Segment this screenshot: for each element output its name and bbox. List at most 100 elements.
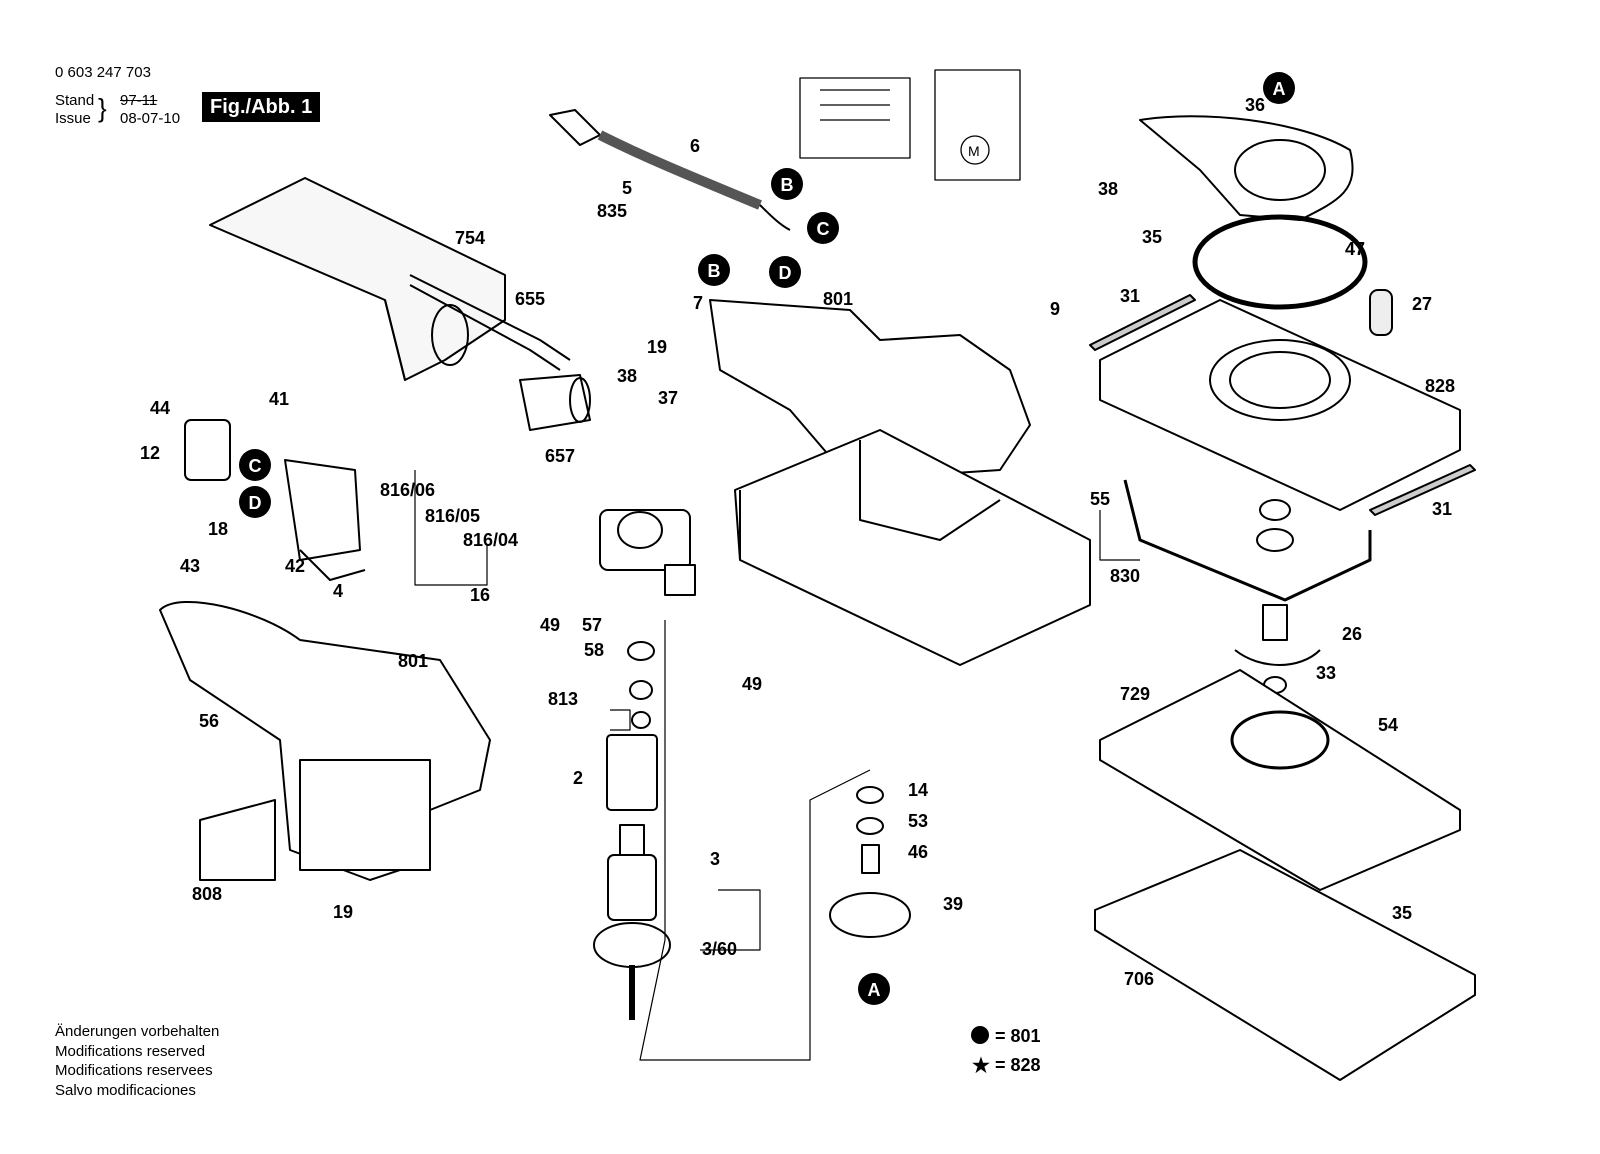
part-number: 0 603 247 703 (55, 64, 151, 81)
part-label: 18 (208, 519, 228, 539)
part-label: 53 (908, 811, 928, 831)
part-label: 36 (1245, 95, 1265, 115)
felt-strip (1089, 294, 1196, 351)
motor-symbol-label: M (968, 143, 980, 159)
part-label: 830 (1110, 566, 1140, 586)
part-label: 58 (584, 640, 604, 660)
stand-label: Stand (55, 92, 95, 109)
notes: Änderungen vorbehalten Modifications res… (55, 1022, 219, 1100)
part-label: 46 (908, 842, 928, 862)
part-label: 54 (1378, 715, 1398, 735)
callout-label: A (868, 980, 881, 1000)
part-label: 7 (693, 293, 703, 313)
note-line: Modifications reserved (55, 1042, 206, 1060)
part-label: 26 (1342, 624, 1362, 644)
part-label: 42 (285, 556, 305, 576)
fan-stack (829, 786, 911, 938)
callout-label: C (817, 219, 830, 239)
callout-badge: C (239, 449, 271, 481)
part-label: 27 (1412, 294, 1432, 314)
part-label: 12 (140, 443, 160, 463)
star-icon: ★ (972, 1055, 990, 1077)
part-label: 828 (1425, 376, 1455, 396)
callout-badge: D (239, 486, 271, 518)
part-label: 39 (943, 894, 963, 914)
callout-label: A (1273, 79, 1286, 99)
part-label: 816/05 (425, 506, 480, 526)
field-winding (606, 734, 658, 811)
part-label: 37 (658, 388, 678, 408)
part-label: 801 (823, 289, 853, 309)
leader-lines (414, 470, 1140, 1061)
part-label: 31 (1432, 499, 1452, 519)
part-label: 41 (269, 389, 289, 409)
sanding-plate (1099, 669, 1461, 891)
note-line: Salvo modificaciones (55, 1081, 196, 1099)
wire-spring (1123, 479, 1372, 602)
legend: = 801 ★ = 828 (971, 1026, 1041, 1077)
part-label: 38 (1098, 179, 1118, 199)
part-label: 33 (1316, 663, 1336, 683)
eccentric-parts (1234, 499, 1321, 694)
note-line: Modifications reservees (55, 1062, 213, 1079)
part-label: 49 (742, 674, 762, 694)
felt-strip (1369, 464, 1476, 516)
armature (593, 824, 671, 1020)
dust-bag (209, 177, 571, 381)
part-label: 4 (333, 581, 343, 601)
base-plate (1099, 299, 1461, 511)
issue-label: Issue (55, 110, 91, 127)
part-label: 657 (545, 446, 575, 466)
part-label: 801 (398, 651, 428, 671)
power-cord (549, 109, 791, 231)
part-label: 19 (333, 902, 353, 922)
part-label: 5 (622, 178, 632, 198)
callout-label: C (249, 456, 262, 476)
part-label: 35 (1392, 903, 1412, 923)
part-label: 729 (1120, 684, 1150, 704)
part-label: 19 (647, 337, 667, 357)
part-label: 835 (597, 201, 627, 221)
callout-badge: B (698, 254, 730, 286)
part-label: 3 (710, 849, 720, 869)
callout-badge: A (858, 973, 890, 1005)
callout-label: D (249, 493, 262, 513)
brush (1369, 289, 1393, 336)
callout-badge: C (807, 212, 839, 244)
callout-label: B (708, 261, 721, 281)
part-label: 808 (192, 884, 222, 904)
part-label: 44 (150, 398, 170, 418)
part-label: 706 (1124, 969, 1154, 989)
callout-group: A A B B C C D D (239, 72, 1295, 1005)
wiring-schematic (799, 69, 1021, 181)
part-label: 49 (540, 615, 560, 635)
legend-star-text: = 828 (995, 1055, 1041, 1075)
part-label: 813 (548, 689, 578, 709)
part-label: 9 (1050, 299, 1060, 319)
part-label: 35 (1142, 227, 1162, 247)
issue-date: 08-07-10 (120, 110, 181, 127)
part-label: 2 (573, 768, 583, 788)
part-label: 816/04 (463, 530, 518, 550)
part-label: 57 (582, 615, 602, 635)
part-labels: 6 5 835 754 655 657 7 801 9 19 38 37 36 … (140, 95, 1455, 989)
switch-assembly (599, 509, 696, 596)
old-date: 97-11 (120, 92, 158, 109)
brace: } (98, 93, 107, 123)
part-label: 31 (1120, 286, 1140, 306)
part-label: 47 (1345, 239, 1365, 259)
figure-label: Fig./Abb. 1 (202, 92, 321, 122)
part-label: 6 (690, 136, 700, 156)
switch-housing (184, 419, 366, 581)
badge-icon (971, 1026, 989, 1044)
retaining-ring (1192, 214, 1368, 310)
part-label: 3/60 (702, 939, 737, 959)
part-label: 14 (908, 780, 928, 800)
part-label: 655 (515, 289, 545, 309)
housing-assembled (159, 601, 491, 881)
bag-adapter (519, 374, 591, 431)
part-label: 55 (1090, 489, 1110, 509)
part-label: 56 (199, 711, 219, 731)
